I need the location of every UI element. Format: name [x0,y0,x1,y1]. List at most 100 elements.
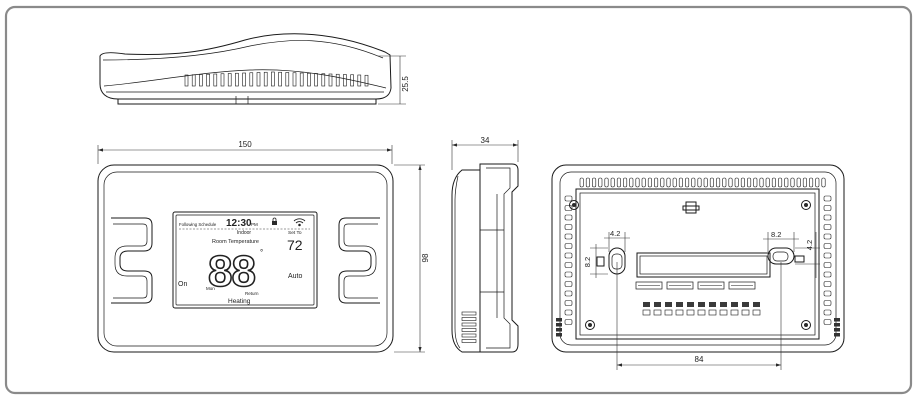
vent-slot [564,300,573,306]
hole-left-height-label: 8.2 [583,257,592,267]
vent-slot [753,177,758,188]
vent-slot [709,177,714,188]
vent-slot [654,177,659,188]
terminal-pin [687,302,694,307]
vent-slot [823,262,832,268]
vent-slot [350,74,354,87]
vent-slot [823,300,832,306]
vent-slot [249,72,254,87]
vent-slot [635,177,640,188]
vent-slot [461,328,477,332]
vent-slot [734,177,739,188]
vent-slot [823,309,832,316]
hole-left-width-label: 4.2 [610,229,620,238]
vent-slot [747,177,752,188]
terminal-pin [719,309,728,316]
vent-slot [809,177,814,188]
right-button-pad [338,217,380,304]
terminal-pin [753,302,760,307]
terminal-pin [643,302,650,307]
vent-slot [722,177,727,188]
terminal-pin [653,309,662,316]
vent-slot [461,339,477,343]
terminal-pin [698,302,705,307]
terminal-pin [675,309,684,316]
vent-slot [564,243,573,249]
side-back-shell [451,169,481,353]
vent-slot [292,72,297,87]
width-label: 150 [238,140,252,149]
set-to-text: Set To [288,230,302,236]
vent-slot [564,290,573,297]
vent-slot [564,205,573,211]
body-bezel [103,171,388,347]
vent-slot [242,72,246,87]
vent-slot [299,72,304,87]
profile-height-label: 25.5 [401,76,410,92]
vent-slot [790,177,795,188]
vent-slot [703,177,708,188]
vent-slot [564,262,573,268]
vent-slot [728,177,733,188]
pin [834,323,840,327]
vent-slot [564,252,573,259]
terminal-pin [720,302,727,307]
terminal-pin [642,309,651,316]
vent-slot [271,71,275,87]
vent-slot [328,73,333,87]
schedule-text: Following Schedule [179,222,217,227]
hole-right-height-label: 4.2 [805,240,814,250]
terminal-block [635,281,756,290]
vent-slot [199,74,203,87]
room-temp-label: Room Temperature [212,239,259,245]
vent-slot [213,73,218,87]
screw-hole-bottom-left [585,320,595,330]
terminal-pin [752,309,761,316]
vent-slot [357,74,362,87]
terminal-cell [635,281,663,290]
vent-slot [697,177,702,188]
vent-slot [598,177,603,188]
vent-slot [564,271,573,278]
terminal-pins [642,302,761,316]
vent-slot [564,233,573,240]
ampm-text: PM [251,222,258,227]
screw-hole-top-left [569,200,579,210]
vent-slot [579,177,584,188]
vent-slot [647,177,652,188]
vent-slot [206,73,210,87]
screw-hole-top-right [801,200,811,210]
pin [556,328,562,332]
vent-slot [307,72,311,87]
vent-slot [321,73,326,87]
terminal-pin [664,309,673,316]
vent-slot [765,177,770,188]
terminal-pin [697,309,706,316]
pin [556,323,562,327]
vent-slot [314,73,318,87]
pin [834,328,840,332]
top-clip [682,201,700,214]
terminal-pin [709,302,716,307]
terminal-pin [730,309,739,316]
vent-slot [461,322,477,327]
lcd-display: Following Schedule 12:30 PM Indoor Set T… [172,211,318,309]
room-temp-value: 88 [208,247,255,296]
profile-vents [184,71,369,87]
vent-slot [285,72,290,87]
back-left-vents [556,195,573,337]
vent-slot [823,290,832,297]
wifi-icon [293,218,306,227]
vent-slot [691,177,696,188]
vent-slot [759,177,764,188]
side-vents [461,311,477,343]
vent-slot [815,177,820,188]
vent-slot [461,311,477,316]
vent-slot [564,319,573,325]
vent-slot [685,177,690,188]
vent-slot [263,71,268,87]
screw-hole-bottom-right [801,320,811,330]
vent-slot [184,74,189,87]
vent-slot [564,309,573,316]
